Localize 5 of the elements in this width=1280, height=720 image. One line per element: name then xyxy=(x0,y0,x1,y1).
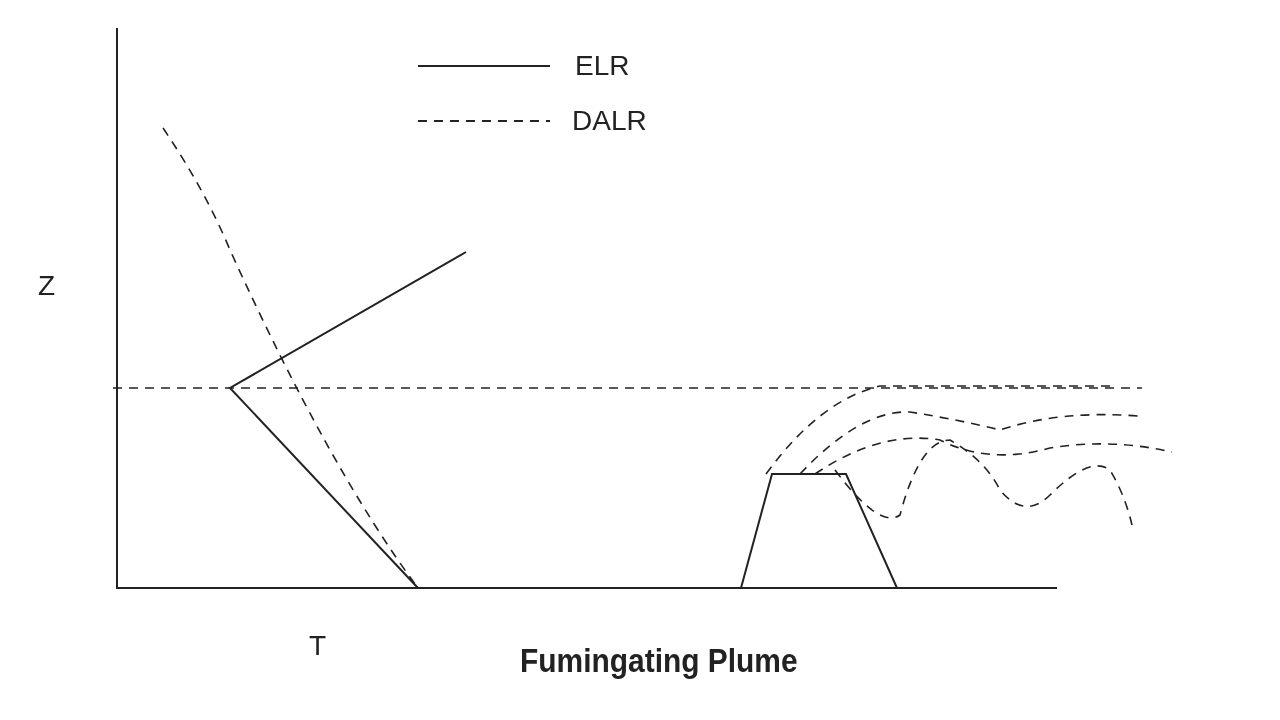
axis-label: Z xyxy=(38,272,56,300)
caption: Fumingating Plume xyxy=(520,643,798,677)
legend-label: DALR xyxy=(572,107,647,135)
axis-label: T xyxy=(309,632,327,660)
legend-label: ELR xyxy=(575,52,630,80)
